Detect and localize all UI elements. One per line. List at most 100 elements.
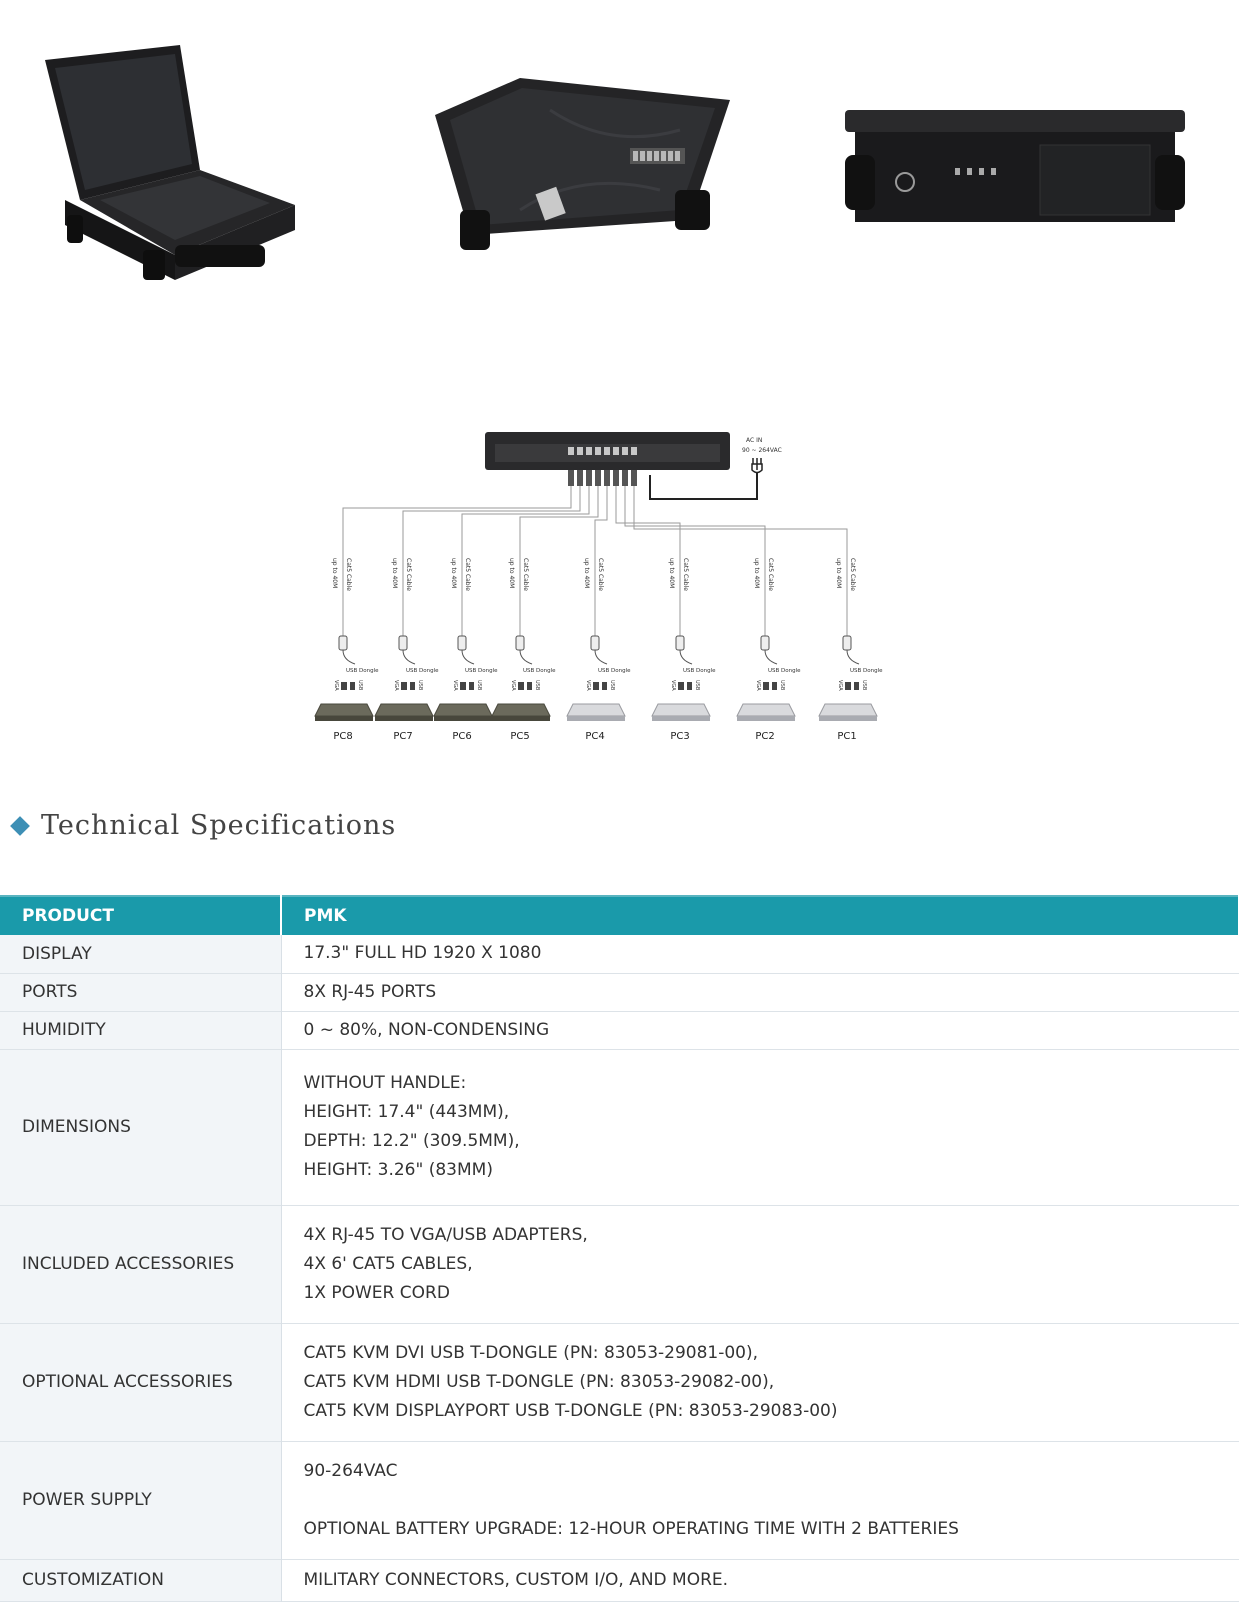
usb-dongle-icon: [338, 635, 348, 651]
pc-chassis-icon: [314, 703, 374, 717]
vga-connector-icon: [460, 682, 466, 690]
pc-label: PC1: [837, 731, 856, 742]
usb-dongle-label: USB Dongle: [346, 668, 379, 674]
cat5-cable-line: [461, 470, 590, 640]
cable-label: Cat5 Cable: [345, 558, 352, 591]
power-plug-icon: [751, 458, 763, 474]
cat5-cable-line: [342, 470, 572, 640]
rj45-plug-icon: [586, 470, 592, 486]
usb-dongle-label: USB Dongle: [465, 668, 498, 674]
spec-label: INCLUDED ACCESSORIES: [0, 1205, 282, 1323]
usb-connector-icon: [350, 682, 355, 690]
rj45-plug-icon: [604, 470, 610, 486]
spec-label: HUMIDITY: [0, 1011, 282, 1049]
spec-value-line: CAT5 KVM DVI USB T-DONGLE (PN: 83053-290…: [303, 1342, 759, 1363]
distance-label: up to 40M: [331, 558, 338, 588]
spec-value: 4X RJ-45 TO VGA/USB ADAPTERS, 4X 6' CAT5 …: [281, 1205, 1239, 1323]
cat5-cable-line: [402, 470, 581, 640]
pc-chassis-icon: [491, 703, 551, 717]
cable-label: Cat5 Cable: [682, 558, 689, 591]
spec-value-line: 0 ~ 80%, NON-CONDENSING: [303, 1019, 550, 1040]
spec-value-line: 90-264VAC: [303, 1460, 398, 1481]
spec-label: DIMENSIONS: [0, 1049, 282, 1205]
spec-label: POWER SUPPLY: [0, 1441, 282, 1559]
usb-connector-icon: [469, 682, 474, 690]
usb-dongle-icon: [590, 635, 600, 651]
distance-label: up to 40M: [668, 558, 675, 588]
rj45-plug-icon: [613, 470, 619, 486]
connection-diagram: AC IN 90 ~ 264VAC up to 40M Cat5 CableUSB…: [314, 432, 883, 742]
usb-label: USB: [417, 680, 423, 691]
spec-value-line: CAT5 KVM DISPLAYPORT USB T-DONGLE (PN: 8…: [303, 1400, 838, 1421]
vga-connector-icon: [845, 682, 851, 690]
pc-chassis-icon: [651, 703, 711, 717]
spec-value-line: HEIGHT: 3.26" (83MM): [303, 1160, 493, 1180]
pc-label: PC3: [670, 731, 689, 742]
vga-label: VGA: [510, 680, 516, 691]
cat5-cable-line: [624, 470, 766, 640]
cable-label: Cat5 Cable: [597, 558, 604, 591]
vga-label: VGA: [670, 680, 676, 691]
spec-value-line: 4X RJ-45 TO VGA/USB ADAPTERS,: [303, 1224, 588, 1245]
rj45-plug-icon: [595, 470, 601, 486]
cat5-cable-line: [519, 470, 599, 640]
distance-label: up to 40M: [835, 558, 842, 588]
cable-label: Cat5 Cable: [522, 558, 529, 591]
laptop-open-photo: [45, 45, 295, 280]
usb-dongle-label: USB Dongle: [683, 668, 716, 674]
rj45-plug-icon: [568, 470, 574, 486]
usb-dongle-icon: [457, 635, 467, 651]
spec-value: WITHOUT HANDLE:HEIGHT: 17.4" (443MM),DEP…: [281, 1049, 1239, 1205]
cat5-cable-line: [633, 470, 848, 640]
cable-label: Cat5 Cable: [767, 558, 774, 591]
ac-in-label: AC IN: [746, 437, 762, 444]
spec-value-line: MILITARY CONNECTORS, CUSTOM I/O, AND MOR…: [303, 1569, 729, 1590]
usb-label: USB: [609, 680, 615, 691]
usb-connector-icon: [854, 682, 859, 690]
spec-header-label: PRODUCT: [0, 896, 282, 935]
pc-chassis-icon: [433, 703, 493, 717]
rj45-plug-icon: [631, 470, 637, 486]
vga-connector-icon: [763, 682, 769, 690]
device-front-photo: [845, 110, 1185, 222]
section-title: Technical Specifications: [8, 810, 396, 841]
spec-value: MILITARY CONNECTORS, CUSTOM I/O, AND MOR…: [281, 1559, 1239, 1601]
usb-connector-icon: [410, 682, 415, 690]
spec-value-line: 1X POWER CORD: [303, 1282, 450, 1303]
spec-value-line: 4X 6' CAT5 CABLES,: [303, 1253, 473, 1274]
pc-label: PC8: [333, 731, 352, 742]
vga-label: VGA: [837, 680, 843, 691]
distance-label: up to 40M: [583, 558, 590, 588]
ac-range-label: 90 ~ 264VAC: [742, 447, 782, 454]
spec-value-line: 17.3" FULL HD 1920 X 1080: [303, 943, 542, 964]
cable-label: Cat5 Cable: [849, 558, 856, 591]
distance-label: up to 40M: [450, 558, 457, 588]
pc-label: PC7: [393, 731, 412, 742]
spec-value: CAT5 KVM DVI USB T-DONGLE (PN: 83053-290…: [281, 1323, 1239, 1441]
spec-label: OPTIONAL ACCESSORIES: [0, 1323, 282, 1441]
usb-dongle-icon: [515, 635, 525, 651]
diamond-bullet-icon: [10, 815, 30, 836]
spec-value-line: HEIGHT: 17.4" (443MM),: [303, 1102, 510, 1122]
usb-dongle-icon: [842, 635, 852, 651]
usb-dongle-label: USB Dongle: [850, 668, 883, 674]
device-closed-photo: [435, 78, 730, 250]
cat5-cable-line: [615, 470, 681, 640]
pc-chassis-icon: [736, 703, 796, 717]
pc-chassis-icon: [374, 703, 434, 717]
usb-label: USB: [779, 680, 785, 691]
spec-label: DISPLAY: [0, 935, 282, 973]
pc-label: PC4: [585, 731, 604, 742]
usb-dongle-label: USB Dongle: [523, 668, 556, 674]
usb-connector-icon: [602, 682, 607, 690]
usb-dongle-label: USB Dongle: [406, 668, 439, 674]
pc-label: PC5: [510, 731, 529, 742]
spec-value-line: CAT5 KVM HDMI USB T-DONGLE (PN: 83053-29…: [303, 1371, 775, 1392]
usb-dongle-icon: [760, 635, 770, 651]
usb-dongle-label: USB Dongle: [768, 668, 801, 674]
rj45-plug-icon: [577, 470, 583, 486]
vga-label: VGA: [393, 680, 399, 691]
